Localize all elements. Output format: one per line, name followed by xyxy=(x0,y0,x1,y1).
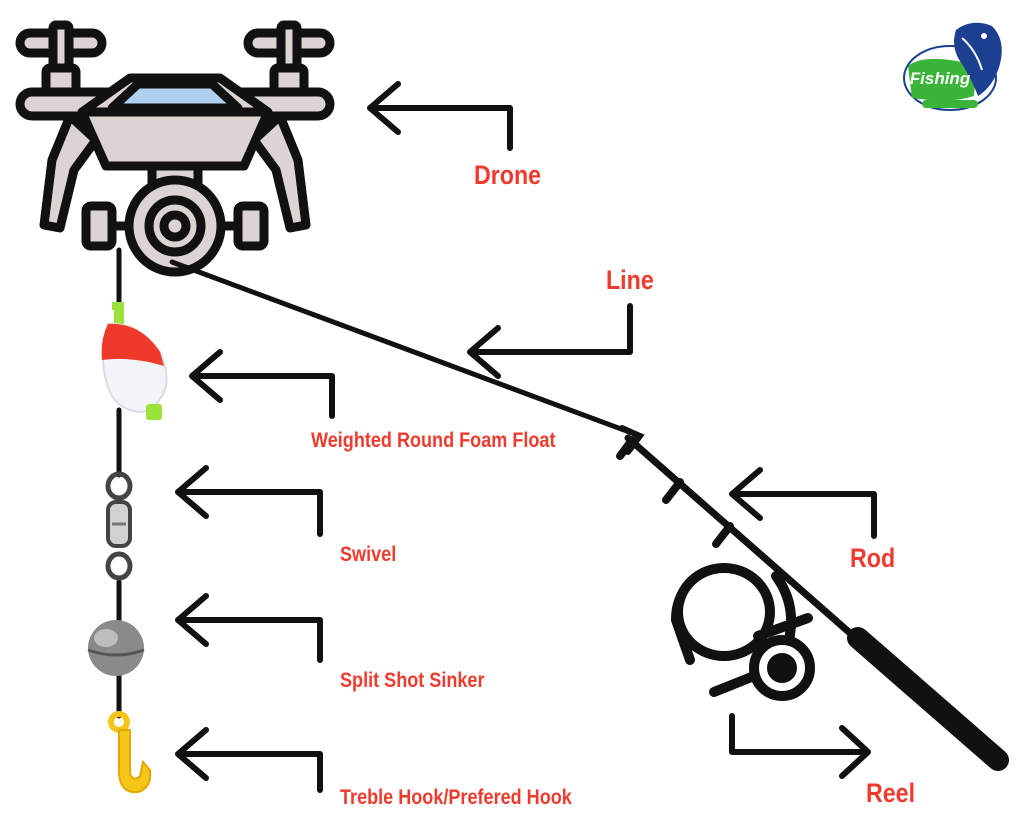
arrow-reel xyxy=(729,713,869,755)
rod-arrowhead-tip xyxy=(619,425,645,455)
rod-icon xyxy=(616,434,1009,771)
arrow-swivel xyxy=(177,489,323,537)
arrowhead-line xyxy=(467,325,501,379)
arrowhead-rod xyxy=(729,467,763,521)
label-drone: Drone xyxy=(474,160,542,190)
arrowhead-swivel xyxy=(175,465,209,519)
drone-icon xyxy=(15,20,335,277)
float-icon xyxy=(101,302,168,420)
arrowhead-reel xyxy=(839,725,871,779)
fishing-line xyxy=(116,247,643,719)
arrowhead-drone xyxy=(367,81,401,135)
arrowhead-float xyxy=(189,349,223,403)
reel-icon xyxy=(670,563,815,701)
arrow-hook xyxy=(177,751,323,793)
label-float: Weighted Round Foam Float xyxy=(311,429,556,452)
fishing-logo-icon: Fishing xyxy=(903,22,1002,111)
arrow-drone xyxy=(369,105,513,151)
label-line: Line xyxy=(606,265,654,295)
sinker-icon xyxy=(87,620,145,676)
logo-text: Fishing xyxy=(910,69,971,88)
label-rod: Rod xyxy=(850,543,896,573)
arrow-sinker xyxy=(177,617,323,663)
label-reel: Reel xyxy=(866,778,916,808)
arrowhead-sinker xyxy=(175,593,209,647)
pointer-arrows xyxy=(175,81,877,793)
arrow-line xyxy=(469,303,633,355)
hook-icon xyxy=(108,711,152,794)
arrow-rod xyxy=(731,491,877,539)
label-sinker: Split Shot Sinker xyxy=(340,669,485,692)
arrow-float xyxy=(191,373,335,419)
label-hook: Treble Hook/Prefered Hook xyxy=(340,786,572,809)
arrowhead-hook xyxy=(175,727,209,781)
swivel-icon xyxy=(105,471,133,581)
label-swivel: Swivel xyxy=(340,543,397,566)
